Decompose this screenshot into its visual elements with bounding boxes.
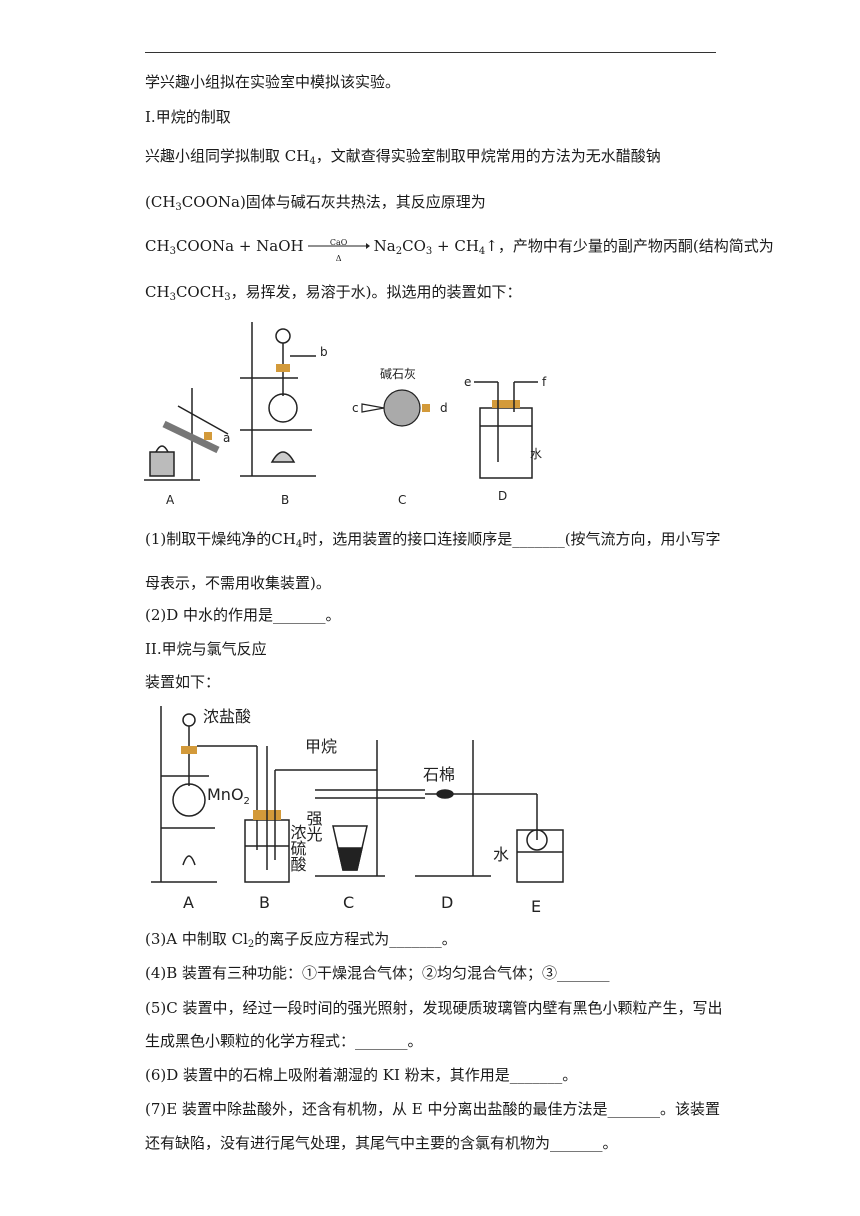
water-label-2: 水 bbox=[493, 845, 509, 864]
apparatus-c2-label: C bbox=[343, 893, 354, 912]
apparatus-c-label: C bbox=[398, 493, 406, 507]
apparatus-d2-label: D bbox=[441, 893, 453, 912]
paragraph-2: (CH3COONa)固体与碱石灰共热法，其反应原理为 bbox=[145, 193, 486, 213]
port-b-label: b bbox=[320, 345, 328, 359]
asbestos-label: 石棉 bbox=[423, 765, 455, 784]
apparatus-c-2 bbox=[315, 740, 425, 877]
question-5-line-1: (5)C 装置中，经过一段时间的强光照射，发现硬质玻璃管内壁有黑色小颗粒产生，写… bbox=[145, 999, 723, 1017]
apparatus-a bbox=[144, 388, 229, 481]
question-7-line-2: 还有缺陷，没有进行尾气处理，其尾气中主要的含氯有机物为_______。 bbox=[145, 1134, 618, 1152]
apparatus-figure-1: a A b B 碱石灰 c d C e f 水 D bbox=[144, 322, 547, 507]
heat-label: Δ bbox=[335, 254, 342, 263]
port-e-label: e bbox=[464, 375, 471, 389]
apparatus-d-label: D bbox=[498, 489, 507, 503]
reaction-arrow: CaO Δ bbox=[307, 237, 370, 263]
conc-hcl-label: 浓盐酸 bbox=[203, 707, 251, 726]
soda-lime-label: 碱石灰 bbox=[380, 367, 416, 381]
apparatus-a-label: A bbox=[166, 493, 175, 507]
mno2-subscript: 2 bbox=[244, 796, 250, 807]
question-3-start: (3)A 中制取 Cl bbox=[145, 930, 248, 948]
catalyst-label: CaO bbox=[329, 238, 348, 247]
port-d-label: d bbox=[440, 401, 448, 415]
port-c-label: c bbox=[352, 401, 359, 415]
question-1-start: (1)制取干燥纯净的 bbox=[145, 530, 272, 548]
intro-text: 学兴趣小组拟在实验室中模拟该实验。 bbox=[145, 73, 401, 91]
paragraph-1: 兴趣小组同学拟制取 CH4，文献查得实验室制取甲烷常用的方法为无水醋酸钠 bbox=[145, 147, 661, 167]
apparatus-c bbox=[361, 389, 430, 427]
question-1-line-2: 母表示，不需用收集装置)。 bbox=[145, 574, 331, 592]
apparatus-b-label: B bbox=[281, 493, 289, 507]
question-1-end: 时，选用装置的接口连接顺序是_______(按气流方向，用小写字 bbox=[302, 530, 721, 548]
question-3-end: 的离子反应方程式为_______。 bbox=[254, 930, 457, 948]
question-1-line-1: (1)制取干燥纯净的CH4时，选用装置的接口连接顺序是_______(按气流方向… bbox=[145, 530, 721, 550]
header-rule bbox=[145, 52, 716, 53]
question-2: (2)D 中水的作用是_______。 bbox=[145, 606, 341, 624]
port-a-label: a bbox=[223, 431, 230, 445]
apparatus-d-2 bbox=[415, 740, 535, 877]
conc-h2so4-label: 浓硫酸 bbox=[288, 824, 307, 872]
section-1-heading: I.甲烷的制取 bbox=[145, 108, 231, 126]
water-label-1: 水 bbox=[530, 447, 542, 461]
apparatus-figure-2: 浓盐酸 MnO2 A 甲烷 浓硫酸 B 强光 C 石棉 D 水 E bbox=[151, 706, 564, 916]
apparatus-b bbox=[240, 322, 316, 477]
apparatus-e-2 bbox=[516, 793, 564, 883]
paragraph-4-end: ，易挥发，易溶于水)。拟选用的装置如下： bbox=[230, 283, 522, 301]
apparatus-b-2 bbox=[244, 746, 377, 883]
section-2-heading: II.甲烷与氯气反应 bbox=[145, 640, 267, 658]
apparatus-b2-label: B bbox=[259, 893, 270, 912]
mno2-label: MnO2 bbox=[207, 785, 250, 807]
question-4: (4)B 装置有三种功能：①干燥混合气体；②均匀混合气体；③_______ bbox=[145, 964, 610, 982]
equation-tail: ，产物中有少量的副产物丙酮(结构简式为 bbox=[497, 237, 774, 255]
apparatus-e2-label: E bbox=[531, 897, 541, 916]
port-f-label: f bbox=[542, 375, 547, 389]
apparatus-d bbox=[474, 381, 538, 479]
question-7-line-1: (7)E 装置中除盐酸外，还含有机物，从 E 中分离出盐酸的最佳方法是_____… bbox=[145, 1100, 720, 1118]
methane-label: 甲烷 bbox=[305, 737, 337, 756]
paragraph-4: CH3COCH3，易挥发，易溶于水)。拟选用的装置如下： bbox=[145, 283, 522, 303]
strong-light-label: 强光 bbox=[304, 810, 323, 843]
apparatus-a2-label: A bbox=[183, 893, 194, 912]
paren-open: ( bbox=[145, 193, 151, 211]
setup-label: 装置如下： bbox=[145, 673, 221, 691]
paragraph-1-start: 兴趣小组同学拟制取 bbox=[145, 147, 281, 165]
paragraph-1-end: ，文献查得实验室制取甲烷常用的方法为无水醋酸钠 bbox=[315, 147, 661, 165]
question-5-line-2: 生成黑色小颗粒的化学方程式：_______。 bbox=[145, 1032, 423, 1050]
question-6: (6)D 装置中的石棉上吸附着潮湿的 KI 粉末，其作用是_______。 bbox=[145, 1066, 578, 1084]
apparatus-a-2 bbox=[151, 706, 258, 883]
paragraph-2-end: )固体与碱石灰共热法，其反应原理为 bbox=[239, 193, 486, 211]
question-3: (3)A 中制取 Cl2的离子反应方程式为_______。 bbox=[145, 930, 457, 950]
mno2-text: MnO bbox=[207, 785, 244, 804]
